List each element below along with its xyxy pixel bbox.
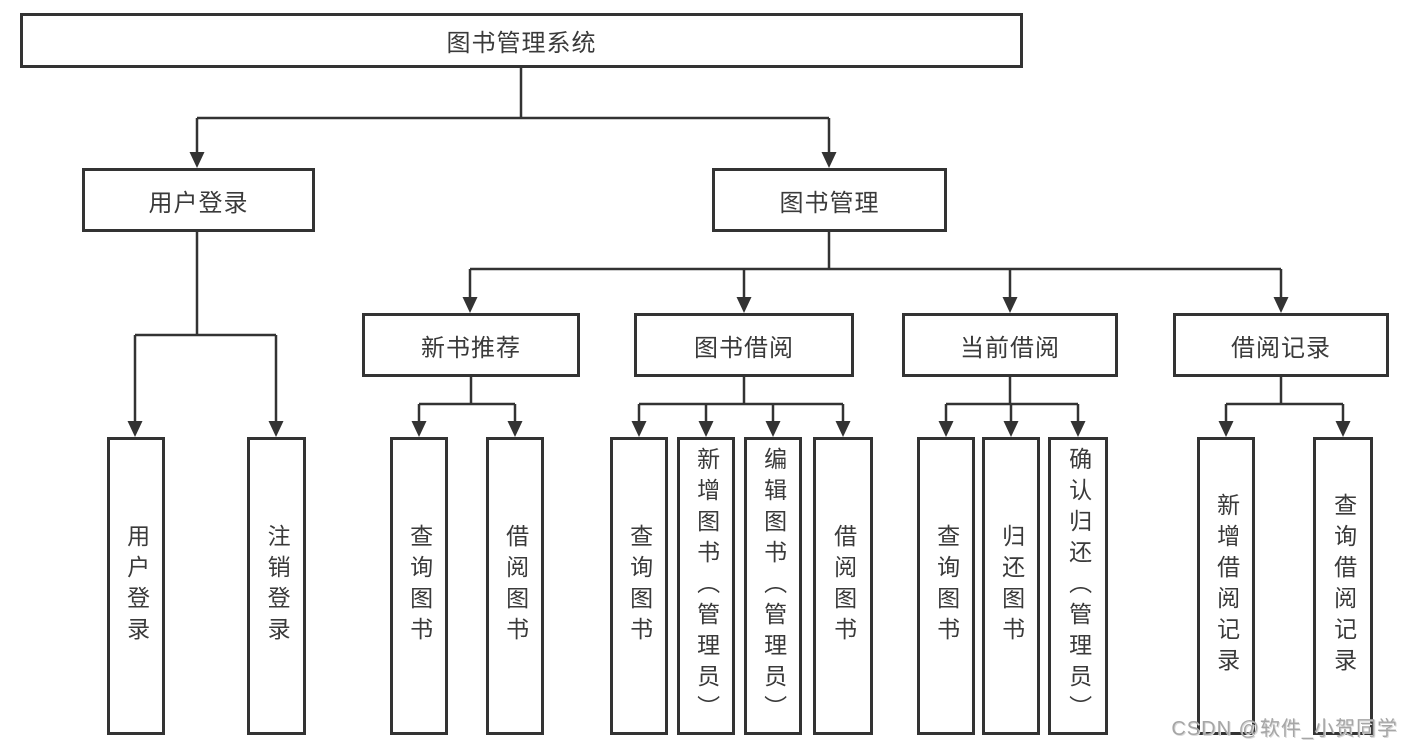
leaf-query-books-current: 查询图书: [917, 437, 975, 735]
node-root-label: 图书管理系统: [446, 30, 597, 57]
node-current-borrow: 当前借阅: [902, 313, 1118, 377]
node-user-login: 用户登录: [82, 168, 315, 232]
node-book-borrow: 图书借阅: [634, 313, 854, 377]
leaf-borrow-books-recommend: 借阅图书: [486, 437, 544, 735]
node-current-borrow-label: 当前借阅: [960, 334, 1060, 362]
leaf-confirm-return-admin: 确认归还（管理员）: [1048, 437, 1108, 735]
node-book-borrow-label: 图书借阅: [694, 334, 794, 362]
node-borrow-records-label: 借阅记录: [1231, 334, 1331, 362]
leaf-query-borrow-record: 查询借阅记录: [1313, 437, 1373, 735]
node-book-management: 图书管理: [712, 168, 947, 232]
node-borrow-records: 借阅记录: [1173, 313, 1389, 377]
leaf-logout: 注销登录: [247, 437, 306, 735]
leaf-query-books-borrow: 查询图书: [610, 437, 668, 735]
leaf-borrow-books: 借阅图书: [813, 437, 873, 735]
leaf-add-books-admin: 新增图书（管理员）: [677, 437, 735, 735]
leaf-return-books: 归还图书: [982, 437, 1040, 735]
node-book-management-label: 图书管理: [779, 189, 880, 217]
leaf-query-books-recommend: 查询图书: [390, 437, 448, 735]
leaf-user-login: 用户登录: [107, 437, 165, 735]
arrowhead-icons: [127, 152, 1351, 437]
watermark-text: CSDN @软件_小贺同学: [1171, 718, 1398, 740]
node-new-book-recommend: 新书推荐: [362, 313, 580, 377]
node-root: 图书管理系统: [20, 13, 1023, 68]
leaf-edit-books-admin: 编辑图书（管理员）: [744, 437, 802, 735]
node-new-book-recommend-label: 新书推荐: [421, 334, 521, 362]
leaf-add-borrow-record: 新增借阅记录: [1197, 437, 1255, 735]
node-user-login-label: 用户登录: [148, 189, 249, 217]
